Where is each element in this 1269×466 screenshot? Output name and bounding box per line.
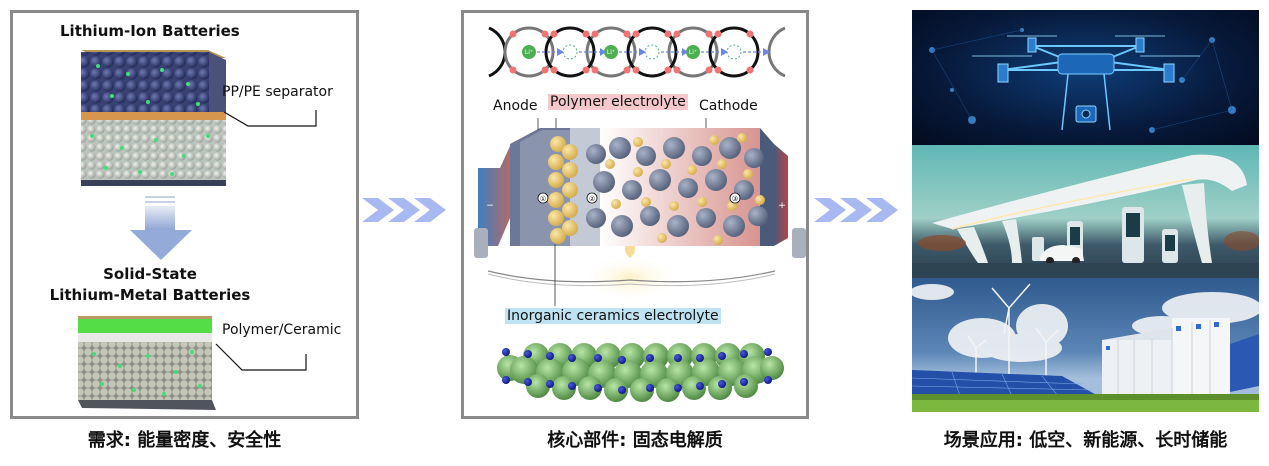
anode-label: Anode (493, 98, 538, 114)
drone-image (912, 10, 1259, 145)
sslmb-title-line2: Lithium-Metal Batteries (49, 286, 251, 304)
cathode-label: Cathode (699, 98, 758, 114)
energy-storage-image (912, 278, 1259, 412)
down-arrow-icon (130, 196, 192, 260)
li-ion-symbol-2: Li⁺ (607, 49, 615, 56)
solid-state-cell-illustration: ① ② ③ − + (474, 118, 806, 306)
separator-label: PP/PE separator (222, 84, 333, 100)
demand-caption: 需求: 能量密度、安全性 (87, 430, 282, 451)
polymer-electrolyte-label: Polymer electrolyte (548, 94, 688, 110)
marker-3: ③ (732, 195, 738, 203)
charging-station-illustration (912, 154, 1259, 278)
li-ion-symbol-3: Li⁺ (689, 49, 697, 56)
charging-station-image (912, 145, 1259, 278)
polymer-ceramic-leader-line (215, 343, 307, 371)
polymer-ceramic-label: Polymer/Ceramic (222, 322, 342, 338)
drone-illustration (929, 28, 1236, 133)
core-caption: 核心部件: 固态电解质 (547, 430, 723, 451)
lib-title: Lithium-Ion Batteries (60, 22, 240, 40)
separator-leader-line (223, 110, 317, 127)
solid-state-battery-illustration (78, 316, 216, 410)
li-ion-transport-chain: Li⁺ Li⁺ Li⁺ (488, 26, 786, 78)
marker-2: ② (589, 195, 595, 203)
marker-1: ① (540, 195, 546, 203)
positive-terminal-icon: + (778, 201, 786, 211)
flow-arrow-2-icon (814, 198, 898, 222)
energy-storage-illustration (912, 283, 1259, 412)
flow-arrow-1-icon (362, 198, 446, 222)
applications-caption: 场景应用: 低空、新能源、长时储能 (943, 430, 1228, 451)
ceramic-electrolyte-label: Inorganic ceramics electrolyte (505, 308, 721, 324)
sslmb-title-line1: Solid-State (103, 265, 197, 283)
ceramic-lattice-illustration (497, 343, 784, 402)
li-ion-symbol-1: Li⁺ (525, 49, 533, 56)
lithium-ion-battery-illustration (81, 50, 226, 186)
negative-terminal-icon: − (486, 201, 494, 211)
